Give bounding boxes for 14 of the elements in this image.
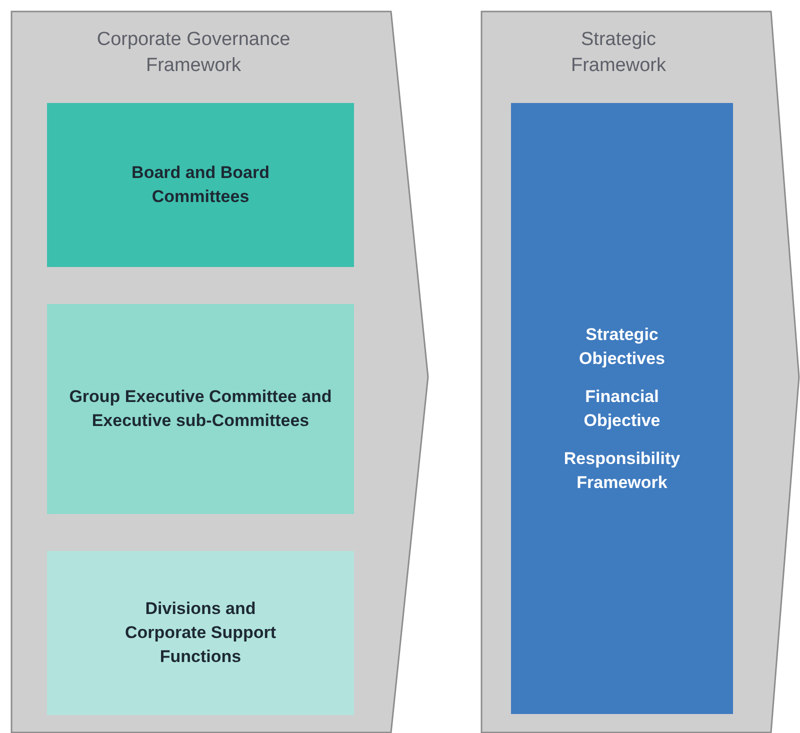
process-box <box>47 551 354 715</box>
box-label: Group Executive Committee and Executive sub-Committees <box>68 386 333 432</box>
box-label: Board and Board Committees <box>130 162 270 208</box>
process-chevron <box>481 11 800 733</box>
process-box <box>47 304 354 514</box>
box-label: Strategic Objectives <box>578 324 666 370</box>
section-heading: Strategic Framework <box>570 28 667 78</box>
process-box <box>47 103 354 267</box>
process-box <box>511 103 733 714</box>
box-label: Responsibility Framework <box>562 448 682 494</box>
box-label: Financial Objective <box>582 386 662 432</box>
section-heading: Corporate Governance Framework <box>96 28 292 78</box>
process-chevron <box>11 11 429 733</box>
box-label: Divisions and Corporate Support Functions <box>124 598 278 668</box>
